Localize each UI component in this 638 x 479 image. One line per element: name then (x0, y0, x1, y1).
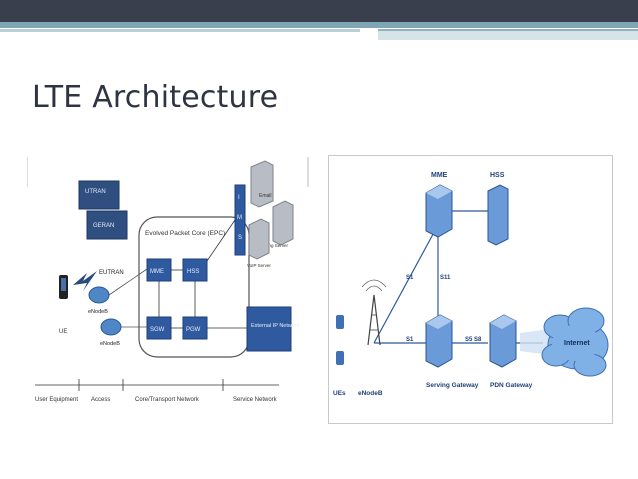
email-server-label: Email (259, 193, 272, 199)
radio-link-icon (73, 271, 97, 291)
internet-link-arrow (520, 329, 550, 355)
internet-label: Internet (564, 340, 590, 347)
ue-device-1-icon (336, 315, 344, 329)
email-server-icon (250, 160, 274, 208)
ue-label: UE (59, 329, 67, 335)
s1-upper-label: S1 (406, 275, 414, 281)
s1-lower-label: S1 (406, 337, 414, 343)
ims-letter-m: M (237, 215, 242, 221)
hss-label: HSS (187, 269, 199, 275)
s5-s8-label: S5 S8 (465, 337, 482, 343)
ues-label: UEs (333, 390, 346, 397)
ims-bar (234, 184, 246, 256)
eutran-label: EUTRAN (99, 270, 124, 276)
segment-core-transport: Core/Transport Network (135, 397, 200, 403)
enodeb-2-label: eNodeB (100, 341, 120, 347)
external-ip-network-label: External IP Network (251, 323, 300, 329)
geran-label: GERAN (93, 223, 114, 229)
hss-node-icon (487, 184, 509, 246)
enodeb-2-icon (100, 318, 122, 336)
serving-gateway-label: Serving Gateway (426, 382, 479, 389)
enodeb-node-label: eNodeB (358, 390, 383, 397)
lte-epc-diagram: UTRAN GERAN UE eNodeB EUTRAN eNodeB Evol… (27, 157, 309, 403)
enodeb-1-icon (88, 286, 110, 304)
sgw-label: SGW (150, 327, 165, 333)
enodeb-tower-icon (361, 279, 387, 346)
pdn-gateway-label: PDN Gateway (490, 382, 533, 389)
slide-accent-bar (0, 22, 638, 28)
streaming-server-label: Streaming Server (253, 243, 289, 248)
enodeb-1-label: eNodeB (88, 309, 108, 315)
epc-label: Evolved Packet Core (EPC) (145, 230, 225, 237)
lte-network-topology-diagram: MME HSS S1 S11 S1 S5 S8 eNodeB UEs Servi… (328, 155, 613, 424)
streaming-server-icon (272, 200, 294, 246)
pgw-label: PGW (186, 327, 201, 333)
epc-region (138, 216, 250, 358)
external-ip-network-box (246, 306, 292, 352)
hss-node-label: HSS (490, 172, 505, 179)
voip-server-label: VoIP Server (247, 263, 271, 268)
slide-accent-line-right (378, 29, 638, 31)
slide-accent-line-left (0, 29, 360, 32)
mme-label: MME (150, 269, 164, 275)
slide-title: LTE Architecture (32, 80, 279, 115)
utran-label: UTRAN (85, 189, 106, 195)
ims-letter-s: S (238, 235, 242, 241)
utran-box (78, 180, 120, 210)
slide-top-bar (0, 0, 638, 22)
ims-letter-i: I (238, 195, 240, 201)
voip-server-icon (248, 218, 270, 260)
internet-cloud-icon (541, 307, 609, 377)
slide-accent-block-right (378, 29, 638, 40)
s11-label: S11 (440, 275, 451, 281)
ue-device-2-icon (336, 351, 344, 365)
segment-access: Access (91, 397, 110, 403)
segment-user-equipment: User Equipment (35, 397, 78, 403)
segment-service-network: Service Network (233, 397, 278, 403)
geran-box (86, 210, 128, 240)
mme-node-label: MME (431, 172, 448, 179)
